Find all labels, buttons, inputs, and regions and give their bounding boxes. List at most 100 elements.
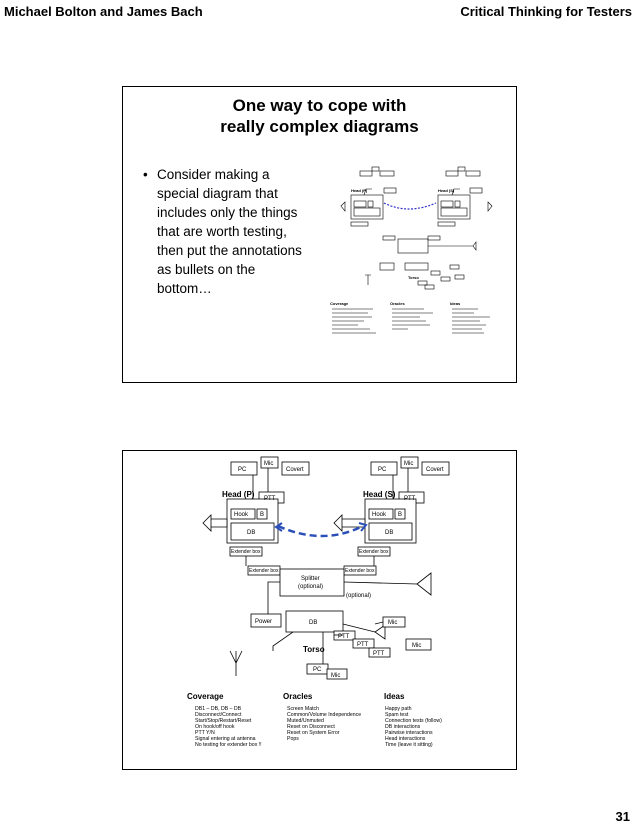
oracle-item: Reset on Disconnect (287, 724, 335, 730)
label-head-p: Head (P) (222, 490, 255, 499)
oracle-item: Common/Volume Independence (287, 712, 361, 718)
head-p-group (226, 456, 310, 557)
label-head-s: Head (S) (363, 490, 396, 499)
power-box (250, 613, 282, 628)
pc-box-s (370, 461, 398, 476)
header-authors: Michael Bolton and James Bach (4, 4, 203, 19)
slide-one: One way to cope with really complex diag… (122, 86, 517, 383)
oracle-item: Muted/Unmuted (287, 718, 324, 724)
slide-two: PC Mic Covert PTT Hook B DB Extender box… (122, 450, 517, 770)
system-diagram: PC Mic Covert PTT Hook B DB Extender box… (187, 456, 450, 748)
mic-box-torso-3 (326, 668, 348, 680)
bullet-line: bottom… (157, 281, 212, 296)
label-pc-s: PC (378, 467, 387, 473)
splitter-box (279, 568, 345, 597)
label-hook-p: Hook (234, 512, 249, 518)
small-box-s (394, 508, 406, 520)
oracles-heading: Oracles (283, 692, 313, 701)
head-s-group (357, 456, 450, 557)
oracle-item: Reset on System Error (287, 730, 340, 736)
idea-item: Spam test (385, 712, 409, 718)
antenna-icon (229, 650, 243, 676)
speaker-icon (416, 572, 432, 596)
mic-box-s (400, 456, 419, 469)
label-splitter-2: (optional) (298, 584, 323, 590)
ideas-heading: Ideas (384, 692, 405, 701)
label-extender-p: Extender box (231, 549, 261, 555)
slide-title: One way to cope with really complex diag… (123, 95, 516, 137)
label-splitter-1: Splitter (301, 576, 320, 582)
svg-text:Head (P): Head (P) (351, 188, 368, 193)
coverage-item: Start/Stop/Restart/Reset (195, 718, 252, 724)
label-extender-left: Extender box (249, 568, 279, 574)
coverage-item: Disconnect/Connect (195, 712, 242, 718)
label-optional: (optional) (346, 593, 371, 599)
coverage-item: Signal entering at antenna (195, 736, 256, 742)
mic-box-torso-2 (405, 638, 432, 651)
label-extender-s: Extender box (359, 549, 389, 555)
label-hook-s: Hook (372, 512, 387, 518)
db-box-torso (285, 610, 344, 633)
idea-item: Connection tests (follow) (385, 718, 442, 724)
idea-item: Pairwise interactions (385, 730, 433, 736)
svg-text:Ideas: Ideas (450, 301, 461, 306)
covert-box-s (421, 461, 450, 476)
label-ptt-s: PTT (404, 496, 416, 502)
small-box-p (256, 508, 268, 520)
label-mic-torso: Mic (388, 620, 397, 626)
label-db-s: DB (385, 530, 393, 536)
label-torso: Torso (303, 645, 325, 654)
label-ptt-torso-3: PTT (373, 651, 385, 657)
ptt-box-torso-2 (352, 638, 375, 649)
db-box-s (368, 522, 413, 541)
bullet-marker: • (143, 167, 148, 182)
label-b-s: B (398, 512, 402, 518)
bullet-text: Consider making a special diagram that i… (157, 165, 327, 298)
label-covert-s: Covert (426, 467, 444, 473)
hook-box-s (368, 508, 394, 520)
ptt-box-torso-3 (368, 647, 391, 658)
covert-box-p (281, 461, 310, 476)
label-db-torso: DB (309, 620, 317, 626)
coverage-heading: Coverage (187, 692, 224, 701)
label-ptt-p: PTT (264, 496, 276, 502)
label-covert-p: Covert (286, 467, 304, 473)
idea-item: Time (leave it sitting) (385, 742, 433, 748)
bullet-line: includes only the things (157, 205, 298, 220)
db-box-p (230, 522, 275, 541)
hook-box-p (230, 508, 256, 520)
svg-text:Oracles: Oracles (390, 301, 405, 306)
oracle-item: Screen Match (287, 706, 319, 712)
label-ptt-torso-2: PTT (357, 642, 369, 648)
bullet-line: special diagram that (157, 186, 278, 201)
header-book-title: Critical Thinking for Testers (460, 4, 632, 19)
page-number: 31 (615, 809, 630, 824)
label-pc-torso: PC (313, 667, 322, 673)
bullet-line: then put the annotations (157, 243, 302, 258)
slide-title-line-2: really complex diagrams (220, 117, 419, 136)
idea-item: DB interactions (385, 724, 421, 730)
label-pc-p: PC (238, 467, 247, 473)
label-power: Power (255, 619, 272, 625)
label-mic-torso-3: Mic (331, 673, 340, 679)
mic-box-p (260, 456, 279, 469)
label-b-p: B (260, 512, 264, 518)
label-mic-torso-2: Mic (412, 643, 421, 649)
idea-item: Happy path (385, 706, 412, 712)
bullet-line: that are worth testing, (157, 224, 287, 239)
label-db-p: DB (247, 530, 255, 536)
coverage-item: PTT Y/N (195, 730, 215, 736)
bullet-line: as bullets on the (157, 262, 256, 277)
label-ptt-torso: PTT (338, 634, 350, 640)
pc-box-p (230, 461, 258, 476)
ptt-box-torso (333, 630, 356, 641)
coverage-item: No testing for extender box !! (195, 742, 262, 748)
label-extender-right: Extender box (345, 568, 375, 574)
bullet-line: Consider making a (157, 167, 270, 182)
label-mic-s: Mic (404, 461, 413, 467)
slide-title-line-1: One way to cope with (232, 96, 407, 115)
dashed-link-arrow (277, 524, 364, 538)
speaker-icon (202, 514, 228, 532)
speaker-icon (374, 624, 386, 640)
